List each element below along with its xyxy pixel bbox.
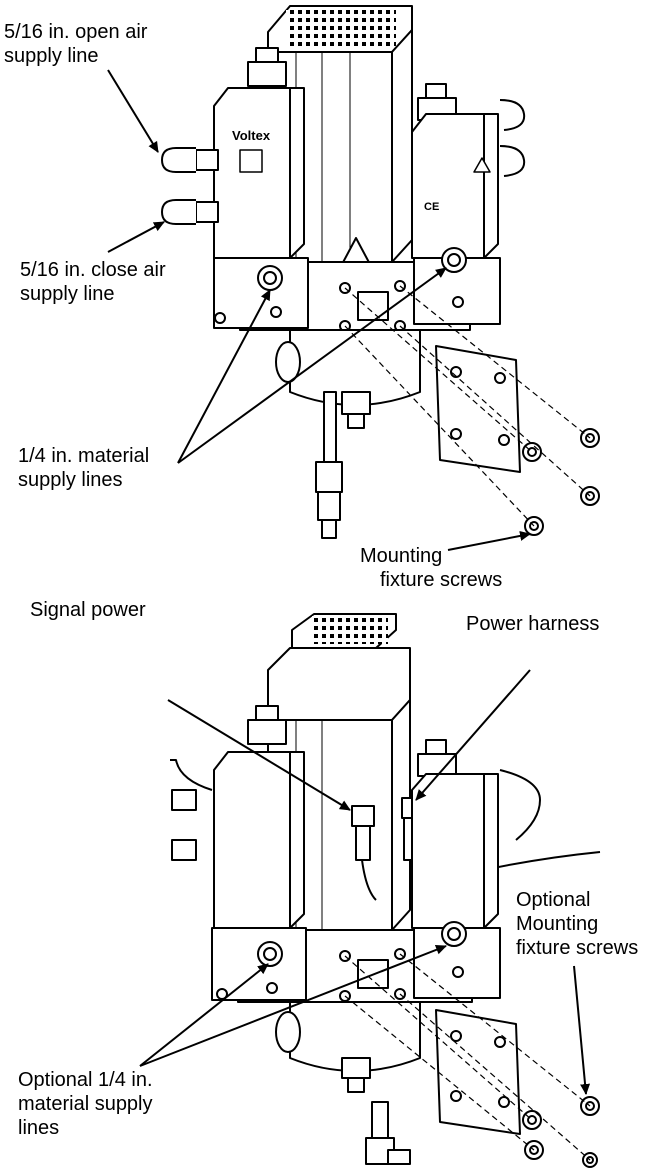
- arrow-power-harness: [415, 669, 531, 801]
- ce-mark: CE: [424, 201, 439, 213]
- top-left-solenoid: Voltex: [213, 47, 309, 329]
- bottom-mounting-plate: [435, 1009, 521, 1135]
- label-mounting-2: fixture screws: [380, 569, 503, 591]
- bottom-left-solenoid: [170, 705, 307, 1001]
- label-close-air-1: 5/16 in. close air: [20, 259, 166, 281]
- arrow-opt-material-left: [139, 963, 269, 1067]
- top-nozzle: [341, 391, 371, 415]
- bottom-valve-assembly: [170, 613, 601, 1168]
- label-open-air-1: 5/16 in. open air: [4, 21, 148, 43]
- label-power-harness: Power harness: [466, 613, 600, 635]
- top-mounting-plate: [435, 345, 521, 473]
- arrow-open-air: [107, 69, 159, 153]
- arrow-signal-power: [167, 699, 351, 811]
- label-mounting-1: Mounting: [360, 545, 443, 567]
- label-open-air-2: supply line: [4, 45, 99, 67]
- label-opt-material-1: Optional 1/4 in.: [18, 1069, 153, 1091]
- top-feed-tube: [323, 391, 337, 463]
- bottom-mounting-screws: [522, 1096, 600, 1168]
- brand-label: Voltex: [232, 128, 271, 143]
- top-heat-sink-fins: [286, 10, 396, 46]
- label-material-1: 1/4 in. material: [18, 445, 150, 467]
- label-opt-mounting-2: Mounting: [516, 913, 599, 935]
- arrow-mounting-screws: [447, 531, 531, 551]
- top-right-solenoid: CE: [411, 83, 526, 325]
- top-valve-assembly: Voltex CE: [161, 5, 600, 539]
- label-signal-power: Signal power: [30, 599, 146, 621]
- bottom-feed-tubes: [365, 1101, 411, 1165]
- top-mounting-screws: [522, 428, 600, 536]
- label-opt-mounting-3: fixture screws: [516, 937, 639, 959]
- signal-power-connector: [351, 805, 377, 901]
- label-material-2: supply lines: [18, 469, 123, 491]
- bottom-right-solenoid: [411, 739, 541, 999]
- label-close-air-2: supply line: [20, 283, 115, 305]
- arrow-opt-mounting-screws: [573, 965, 591, 1095]
- top-screw-axis-lines: [344, 285, 591, 527]
- label-opt-material-2: material supply: [18, 1093, 153, 1115]
- arrow-material-left: [177, 289, 271, 464]
- label-opt-material-3: lines: [18, 1117, 60, 1139]
- label-opt-mounting-1: Optional: [516, 889, 591, 911]
- arrow-close-air: [107, 221, 165, 253]
- arrow-material-right: [177, 267, 447, 464]
- leader-arrows: [107, 69, 591, 1095]
- top-air-fittings: [161, 147, 219, 225]
- bottom-screw-axis-lines: [344, 953, 591, 1161]
- arrow-opt-material-right: [139, 944, 447, 1067]
